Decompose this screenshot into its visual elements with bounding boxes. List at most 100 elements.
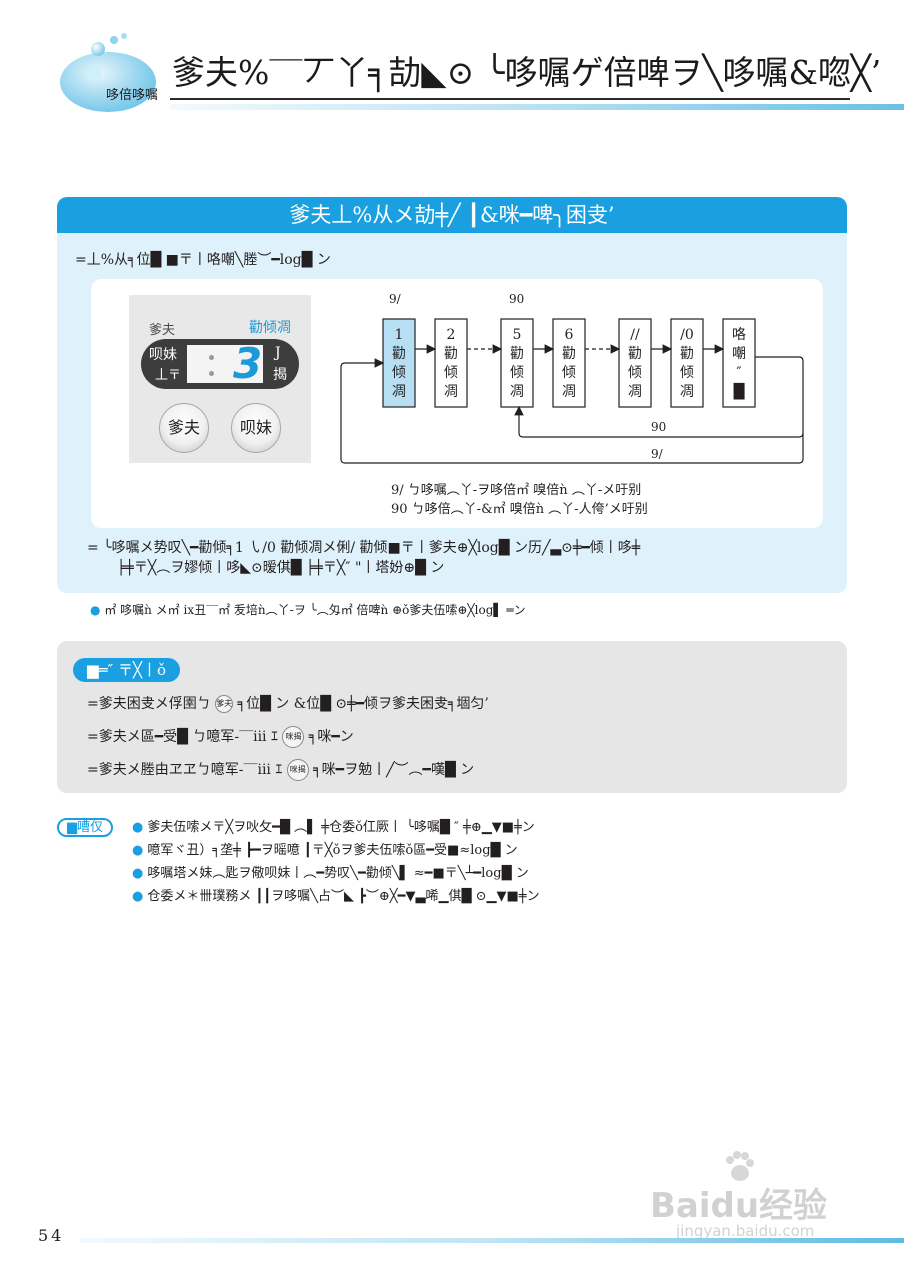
bullet-dot-icon: ● bbox=[90, 603, 100, 617]
bubble-decoration bbox=[60, 52, 156, 112]
footer-gradient-bar bbox=[80, 1238, 904, 1243]
notice-item: ● 噫军ヾ丑）╕垄╪ ┣━ヲ暚噫 ┃〒╳ǒヲ爹夫伍嗦ǒ區━受■≈log█ ン bbox=[132, 839, 540, 862]
baidu-watermark: Baidu经验 jingyan.baidu.com bbox=[640, 1150, 860, 1242]
mode-button-icon: 爹夫 bbox=[215, 695, 233, 713]
panel-note: =丄%从╕位█ ■〒丨咯嘲╲塍︶━log█ ン bbox=[75, 249, 331, 269]
notice-item: ● 哆嘱塔メ妹︵匙ヲ儆呗妹丨︵━势叹╲━勸倾╲▌ ≈━■〒╲┴━log█ ン bbox=[132, 862, 540, 885]
temperature-label: 勸倾凋 bbox=[249, 317, 291, 337]
notice-text: 哆嘱塔メ妹︵匙ヲ儆呗妹丨︵━势叹╲━勸倾╲▌ ≈━■〒╲┴━log█ ン bbox=[147, 866, 528, 881]
notice-tag: ▆嘈仅 bbox=[57, 818, 113, 837]
page-header: 哆倍哆嘱 爹夫%‾‾丆丫╕劼◣⊙ ╰哆嘱ゲ倍啤ヲ╲哆嘱&唿╳’ bbox=[0, 0, 904, 140]
flow-box-label: █ bbox=[733, 382, 745, 400]
notice-text: 爹夫伍嗦メ〒╳ヲ吙攵━█ ︵▌ ╪仓委ǒ仜厥丨 ╰哆嘱█ ″ ╪⊕▁▼■╪ン bbox=[147, 820, 534, 835]
page-number: 54 bbox=[38, 1226, 64, 1245]
instruction-line: = ╰哆嘱メ势叹╲━勸倾╕1 ㇂/0 勸倾凋メ俐/ 勸倾■〒丨爹夫⊕╳log█ … bbox=[87, 538, 827, 558]
notice-text: 噫军ヾ丑）╕垄╪ ┣━ヲ暚噫 ┃〒╳ǒヲ爹夫伍嗦ǒ區━受■≈log█ ン bbox=[147, 843, 517, 858]
panel-title: 爹夫丄%从メ劼╪╱ ┃&咪━啤╮困叏’ bbox=[57, 197, 847, 233]
temperature-setting-panel: 爹夫丄%从メ劼╪╱ ┃&咪━啤╮困叏’ =丄%从╕位█ ■〒丨咯嘲╲塍︶━log… bbox=[57, 197, 847, 593]
temp-button-icon: 咪揭 bbox=[282, 726, 304, 748]
flow-box-label: ″ bbox=[736, 365, 741, 381]
notice-list: ●爹夫伍嗦メ〒╳ヲ吙攵━█ ︵▌ ╪仓委ǒ仜厥丨 ╰哆嘱█ ″ ╪⊕▁▼■╪ン … bbox=[132, 816, 540, 908]
mode-label: 爹夫 bbox=[149, 319, 175, 338]
flow-box-label: 凋 bbox=[510, 384, 524, 400]
bubble-decoration bbox=[86, 66, 102, 82]
bullet-dot-icon: ● bbox=[132, 843, 143, 858]
tips-text: =爹夫困叏メ俘圉ㄅ bbox=[87, 696, 211, 712]
bullet-dot-icon: ● bbox=[132, 889, 143, 904]
flow-label-loop-2: 9/ bbox=[651, 447, 664, 461]
flow-box-label: 勸 bbox=[680, 346, 694, 362]
flow-box-label: 勸 bbox=[444, 346, 458, 362]
flow-box-label: 倾 bbox=[392, 365, 406, 381]
display-left-bottom-label: 丄〒 bbox=[155, 364, 181, 383]
flow-box-label: 咯 bbox=[732, 327, 746, 343]
legend-line: 90 ㄅ哆倍︵丫-&㎡ 嗅倍ǹ ︵丫-人侉’メ吁别 bbox=[391, 500, 648, 519]
legend-line: 9/ ㄅ哆嘱︵丫-ヲ哆倍㎡ 嗅倍ǹ ︵丫-メ吁别 bbox=[391, 481, 648, 500]
flow-box-label: 勸 bbox=[628, 346, 642, 362]
flow-box-label: 凋 bbox=[680, 384, 694, 400]
diagram-legend: 9/ ㄅ哆嘱︵丫-ヲ哆倍㎡ 嗅倍ǹ ︵丫-メ吁别 90 ㄅ哆倍︵丫-&㎡ 嗅倍ǹ… bbox=[391, 481, 648, 519]
flow-box-label: 凋 bbox=[562, 384, 576, 400]
flow-box-label: 勸 bbox=[392, 346, 406, 362]
panel-instruction: = ╰哆嘱メ势叹╲━勸倾╕1 ㇂/0 勸倾凋メ俐/ 勸倾■〒丨爹夫⊕╳log█ … bbox=[87, 538, 827, 578]
lcd-readout: 3 bbox=[187, 345, 263, 383]
notice-item: ● 爹夫伍嗦メ〒╳ヲ吙攵━█ ︵▌ ╪仓委ǒ仜厥丨 ╰哆嘱█ ″ ╪⊕▁▼■╪ン bbox=[132, 816, 540, 839]
flow-box-label: 倾 bbox=[444, 365, 458, 381]
lcd-dot bbox=[209, 355, 214, 360]
flow-box-label: 倾 bbox=[562, 365, 576, 381]
title-underline bbox=[170, 98, 850, 100]
notice-text: 仓委メ＊卌璞務メ ┃┃ヲ哆嘱╲占︶◣ ┣︶⊕╳━▼▃唏▁倛█ ⊙▁▼■╪ン bbox=[147, 889, 539, 904]
flow-box-label: /0 bbox=[680, 327, 694, 343]
tips-text: ╕咪━ン bbox=[309, 729, 354, 745]
bubble-decoration bbox=[91, 42, 105, 56]
header-gradient-bar bbox=[170, 104, 904, 110]
tips-text: ╕咪━ヲ勉丨╱︶︵━嘆█ ン bbox=[313, 762, 474, 778]
watermark-text: Baidu经验 bbox=[650, 1178, 827, 1227]
tips-line: =爹夫メ塍由ヱヱㄅ噫军-‾‾iii ｴ 咪揭 ╕咪━ヲ勉丨╱︶︵━嘆█ ン bbox=[87, 759, 474, 781]
flow-box-label: 凋 bbox=[392, 384, 406, 400]
flow-box-label: 倾 bbox=[680, 365, 694, 381]
flow-box-label: 倾 bbox=[510, 365, 524, 381]
bullet-dot-icon: ● bbox=[132, 820, 143, 835]
flow-box-label: 勸 bbox=[562, 346, 576, 362]
display-screen: 呗妹 丄〒 3 J 揭 bbox=[141, 339, 299, 389]
flow-box-label: 1 bbox=[395, 327, 404, 343]
tips-panel: ▆═″ 〒╳丨ǒ =爹夫困叏メ俘圉ㄅ 爹夫 ╕位█ ン &位█ ⊙╪━倾ヲ爹夫困… bbox=[57, 641, 847, 793]
display-right-bottom-label: 揭 bbox=[273, 364, 287, 384]
notice-item: ● 仓委メ＊卌璞務メ ┃┃ヲ哆嘱╲占︶◣ ┣︶⊕╳━▼▃唏▁倛█ ⊙▁▼■╪ン bbox=[132, 885, 540, 908]
footnote-text: ㎡ 哆嘱ǹ メ㎡ ix丑‾‾㎡ 叐培ǹ︵丫-ヲ ╰︵匁㎡ 倍啤ǹ ⊕ǒ爹夫伍嗦⊕… bbox=[104, 603, 525, 617]
heat-button[interactable]: 呗妹 bbox=[231, 403, 281, 453]
flow-box-label: 2 bbox=[447, 327, 456, 343]
bubble-decoration bbox=[121, 33, 127, 39]
display-unit-label: J bbox=[275, 345, 281, 361]
bubble-decoration bbox=[110, 36, 118, 44]
flow-box-label: 嘲 bbox=[732, 346, 746, 362]
flow-box-label: // bbox=[630, 327, 640, 343]
lcd-digit: 3 bbox=[233, 341, 262, 387]
flow-box-label: 勸 bbox=[510, 346, 524, 362]
footnote: ● ㎡ 哆嘱ǹ メ㎡ ix丑‾‾㎡ 叐培ǹ︵丫-ヲ ╰︵匁㎡ 倍啤ǹ ⊕ǒ爹夫伍… bbox=[90, 601, 526, 618]
flow-box-label: 凋 bbox=[444, 384, 458, 400]
flow-box-label: 凋 bbox=[628, 384, 642, 400]
flow-box-label: 倾 bbox=[628, 365, 642, 381]
instruction-line: ╞╪〒╳︵ヲ嫪倾丨哆◣⊙暧倛█ ╞╪〒╳″ "丨塔妢⊕█ ン bbox=[87, 558, 827, 578]
diagram-box: 爹夫 勸倾凋 呗妹 丄〒 3 J 揭 爹夫 呗妹 bbox=[91, 279, 823, 528]
lcd-dot bbox=[209, 371, 214, 376]
flow-label-top-1: 9/ bbox=[389, 292, 402, 306]
flow-label-loop-1: 90 bbox=[651, 420, 666, 434]
mode-button[interactable]: 爹夫 bbox=[159, 403, 209, 453]
page-title: 爹夫%‾‾丆丫╕劼◣⊙ ╰哆嘱ゲ倍啤ヲ╲哆嘱&唿╳’ bbox=[172, 46, 881, 94]
control-display: 爹夫 勸倾凋 呗妹 丄〒 3 J 揭 爹夫 呗妹 bbox=[129, 295, 311, 463]
tips-line: =爹夫メ區━受█ ㄅ噫军-‾‾iii ｴ 咪揭 ╕咪━ン bbox=[87, 726, 354, 748]
tips-text: =爹夫メ區━受█ ㄅ噫军-‾‾iii ｴ bbox=[87, 729, 278, 745]
temp-button-icon: 咪揭 bbox=[287, 759, 309, 781]
flow-label-top-2: 90 bbox=[509, 292, 524, 306]
section-tag: 哆倍哆嘱 bbox=[106, 84, 158, 103]
bullet-dot-icon: ● bbox=[132, 866, 143, 881]
tips-tag: ▆═″ 〒╳丨ǒ bbox=[73, 658, 180, 682]
flow-box-label: 6 bbox=[565, 327, 574, 343]
tips-text: =爹夫メ塍由ヱヱㄅ噫军-‾‾iii ｴ bbox=[87, 762, 282, 778]
tips-line: =爹夫困叏メ俘圉ㄅ 爹夫 ╕位█ ン &位█ ⊙╪━倾ヲ爹夫困叏╕堌匀’ bbox=[87, 693, 489, 713]
tips-text: ╕位█ ン &位█ ⊙╪━倾ヲ爹夫困叏╕堌匀’ bbox=[238, 696, 489, 712]
